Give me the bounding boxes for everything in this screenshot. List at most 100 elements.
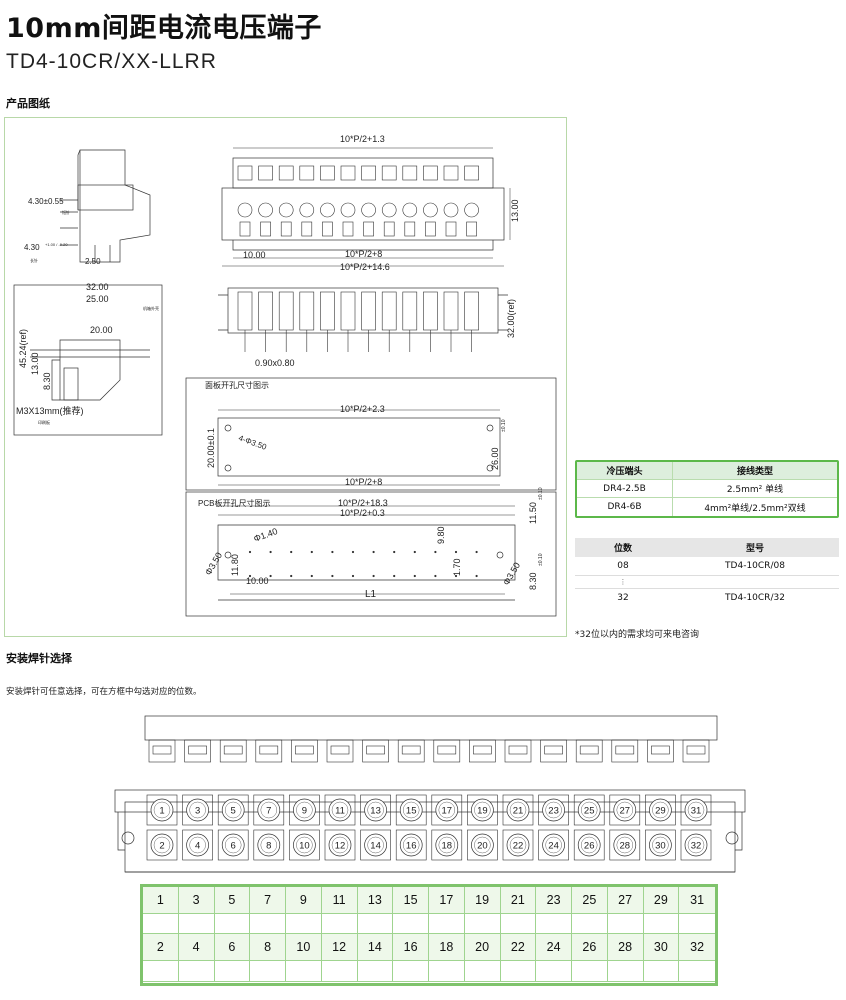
section-pin-title: 安装焊针选择 — [6, 652, 72, 665]
terminal-screw — [443, 202, 459, 218]
connector-latch — [362, 739, 389, 763]
terminal-latch — [443, 165, 459, 181]
terminal-latch — [340, 165, 356, 181]
pin-checkbox-cell[interactable] — [429, 961, 465, 982]
pin-checkbox-cell[interactable] — [286, 961, 322, 982]
pin-checkbox-cell[interactable] — [429, 914, 465, 934]
pin-checkbox-cell[interactable] — [643, 914, 680, 934]
m-13-label: 13.00 — [30, 352, 40, 375]
terminal-body — [322, 221, 333, 237]
connector-number: 22 — [513, 841, 524, 852]
pin-number-cell: 29 — [643, 887, 680, 914]
pin-checkbox-cell[interactable] — [214, 914, 251, 934]
terminal-side — [423, 291, 438, 331]
pin-checkbox-cell[interactable] — [357, 961, 394, 982]
pin-checkbox-cell[interactable] — [178, 961, 215, 982]
panel-hole-label: 4-Φ3.50 — [237, 433, 268, 452]
panel-26-label: 26.00 — [490, 447, 500, 470]
pcb-hole — [393, 550, 396, 554]
m-plate-label: 机箱外壳 — [143, 305, 159, 311]
pin-checkbox-cell[interactable] — [393, 914, 429, 934]
pcb-1150: 11.50 — [528, 502, 538, 524]
pin-checkbox-cell[interactable] — [607, 914, 644, 934]
pin-checkbox-cell[interactable] — [250, 961, 286, 982]
table-row: 32 TD4-10CR/32 — [575, 588, 839, 607]
connector-latch — [184, 739, 211, 763]
connector-number: 28 — [620, 841, 631, 852]
pin-checkbox-cell[interactable] — [464, 914, 501, 934]
connector-number: 1 — [159, 806, 164, 817]
pin-checkbox-cell[interactable] — [536, 961, 572, 982]
pin-checkbox-cell[interactable] — [572, 961, 608, 982]
connector-cell — [609, 794, 641, 826]
page-title: 10mm间距电流电压端子 — [6, 13, 322, 44]
terminal-screw — [381, 202, 397, 218]
connector-screw-inner — [189, 801, 206, 819]
pin-checkbox-cell[interactable] — [679, 914, 715, 934]
connector-latch — [682, 739, 710, 763]
pin-checkbox-cell[interactable] — [393, 961, 429, 982]
pin-number-cell: 22 — [500, 934, 537, 961]
connector-latch-slot — [188, 745, 207, 755]
terminal-body — [363, 221, 374, 237]
pin-checkbox-cell[interactable] — [464, 961, 501, 982]
pin-checkbox-cell[interactable] — [321, 914, 358, 934]
pin-number-cell: 17 — [429, 887, 465, 914]
pin-checkbox-cell[interactable] — [536, 914, 572, 934]
connector-screw-inner — [438, 801, 456, 819]
connector-cell — [217, 829, 249, 861]
terminal-body — [239, 221, 251, 237]
pcb-hole — [248, 550, 252, 554]
side-short-label: 短针 — [62, 209, 70, 215]
pcb-title-label: PCB板开孔尺寸图示 — [198, 498, 270, 508]
pin-checkbox-cell[interactable] — [250, 914, 286, 934]
pin-checkbox-cell[interactable] — [357, 914, 394, 934]
connector-screw-inner — [509, 836, 527, 854]
connector-number: 21 — [513, 806, 524, 817]
pin-checkbox-cell[interactable] — [214, 961, 251, 982]
terminal-side — [361, 291, 376, 331]
connector-cell — [502, 829, 534, 861]
connector-latch — [504, 739, 532, 763]
terminal-table-header: 冷压端头 接线类型 — [577, 462, 837, 480]
pin-checkbox-cell[interactable] — [178, 914, 215, 934]
terminal-latch — [258, 165, 273, 181]
pin-checkbox-cell[interactable] — [607, 961, 644, 982]
pcb-dim1: 10*P/2+18.3 — [338, 498, 388, 508]
pin-checkbox-cell[interactable] — [500, 961, 537, 982]
model-cell: 08 — [617, 561, 629, 571]
connector-number: 23 — [548, 806, 559, 817]
model-cell: 32 — [617, 593, 629, 603]
terminal-screw — [320, 202, 335, 218]
connector-cell — [645, 829, 676, 861]
connector-latch-slot — [615, 745, 635, 755]
pin-checkbox-cell[interactable] — [500, 914, 537, 934]
connector-screw-inner — [331, 836, 349, 854]
connector-screw-inner — [580, 836, 598, 854]
connector-illustration: 1234567891011121314151617181920212223242… — [114, 715, 746, 873]
terminal-side — [258, 291, 273, 331]
panel-dim-bottom: 10*P/2+8 — [345, 477, 382, 487]
model-table-header: 位数 型号 — [575, 538, 839, 557]
connector-cell — [146, 829, 178, 861]
pin-number-cell: 6 — [214, 934, 251, 961]
pin-checkbox-cell[interactable] — [321, 961, 358, 982]
pin-checkbox-cell[interactable] — [143, 914, 179, 934]
terminal-side — [402, 291, 418, 331]
pin-checkbox-cell[interactable] — [679, 961, 715, 982]
m-pcb-label: 印刷板 — [38, 419, 50, 425]
pin-checkbox-cell[interactable] — [643, 961, 680, 982]
dim-pin-label: 0.90x0.80 — [255, 358, 295, 368]
pcb-hole — [475, 550, 478, 554]
connector-number: 9 — [302, 806, 307, 817]
panel-dim-top: 10*P/2+2.3 — [340, 404, 385, 414]
dim-h13-label: 13.00 — [510, 199, 520, 222]
connector-screw-inner — [153, 836, 171, 854]
terminal-side — [381, 291, 397, 331]
pin-checkbox-cell[interactable] — [572, 914, 608, 934]
pcb-140: Φ1.40 — [252, 526, 279, 544]
pin-checkbox-cell[interactable] — [143, 961, 179, 982]
connector-cell — [538, 829, 569, 861]
pin-checkbox-cell[interactable] — [286, 914, 322, 934]
